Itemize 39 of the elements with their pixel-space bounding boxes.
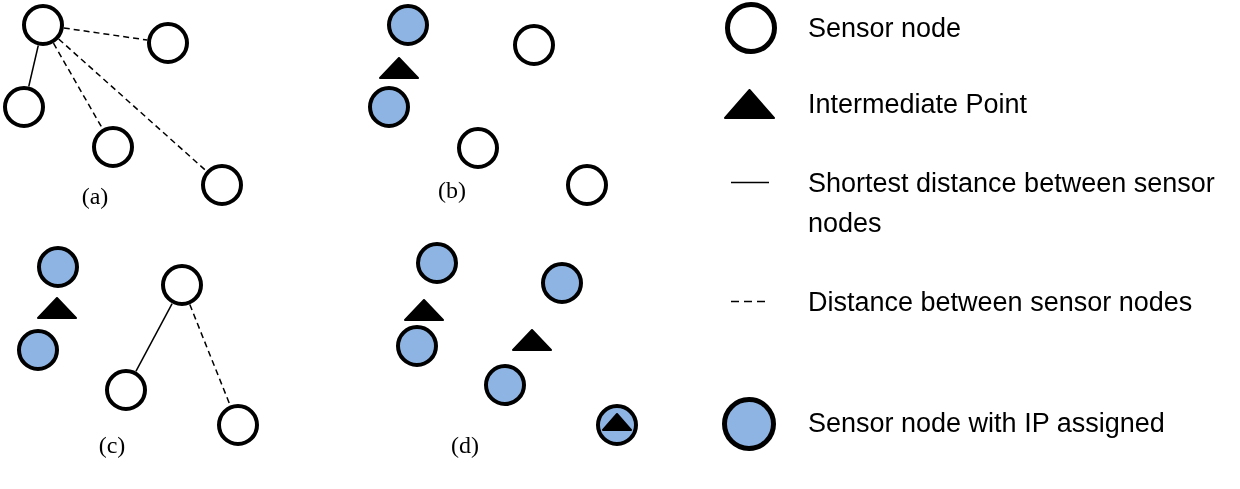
sensor-node-circle xyxy=(566,164,608,206)
assigned-sensor-node-circle xyxy=(396,325,438,367)
intermediate-point-triangle xyxy=(512,329,552,351)
sensor-node-circle xyxy=(3,86,45,128)
panel-label: (a) xyxy=(81,184,109,208)
dashed-connector-line xyxy=(63,27,148,41)
assigned-sensor-node-circle xyxy=(17,329,59,371)
sensor-node-circle xyxy=(92,126,134,168)
intermediate-point-triangle xyxy=(404,299,444,321)
assigned-sensor-node-circle xyxy=(484,364,526,406)
sensor-node-circle xyxy=(161,264,203,306)
sensor-node-circle xyxy=(22,4,64,46)
assigned-sensor-node-circle xyxy=(387,4,429,46)
intermediate-point-triangle xyxy=(379,57,419,79)
legend-text: Sensor node with IP assigned xyxy=(808,407,1166,440)
dashed-connector-line xyxy=(52,42,104,130)
panel-label: (c) xyxy=(98,433,126,457)
sensor-node-circle xyxy=(457,127,499,169)
connector-line xyxy=(135,302,173,373)
dashed-connector-line xyxy=(57,38,208,172)
panel-label: (d) xyxy=(451,433,479,457)
sensor-node-circle xyxy=(147,22,189,64)
legend-text: Distance between sensor nodes xyxy=(808,286,1194,319)
assigned-sensor-node-circle xyxy=(596,404,638,446)
assigned-sensor-node-circle xyxy=(416,242,458,284)
assigned-sensor-node-circle xyxy=(37,246,79,288)
sensor-node-circle xyxy=(201,164,243,206)
assigned-sensor-node-circle xyxy=(541,262,583,304)
legend-text: Shortest distance between sensor nodes xyxy=(808,167,1216,240)
legend-text: Intermediate Point xyxy=(808,88,1029,121)
sensor-node-circle xyxy=(513,24,555,66)
sensor-node-circle xyxy=(105,369,147,411)
assigned-sensor-node-circle xyxy=(368,86,410,128)
intermediate-point-triangle xyxy=(37,297,77,319)
legend-text: Sensor node xyxy=(808,12,963,45)
panel-label: (b) xyxy=(438,178,466,202)
sensor-node-circle xyxy=(217,404,259,446)
intermediate-point-triangle xyxy=(602,413,632,431)
connector-line xyxy=(28,44,39,88)
